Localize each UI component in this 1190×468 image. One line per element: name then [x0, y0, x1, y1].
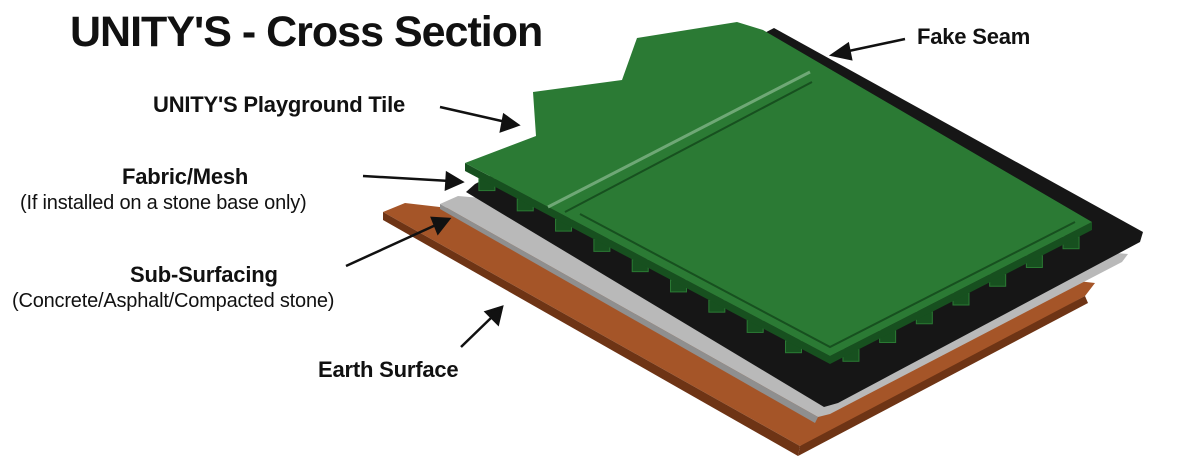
earth-right-face [798, 296, 1088, 456]
fake-seam-label: Fake Seam [917, 24, 1031, 49]
earth-surface-label: Earth Surface [318, 357, 459, 382]
sub-surfacing-arrow [345, 222, 439, 268]
tile-edge-outline [579, 213, 1076, 349]
sub-surfacing-arrowhead [430, 216, 452, 236]
playground-tile-label: UNITY'S Playground Tile [153, 92, 406, 117]
fabric-mesh-note: (If installed on a stone base only) [20, 192, 307, 214]
tile-connectors [478, 178, 1080, 362]
tile-arrow [439, 105, 507, 124]
tile-seam-line [547, 70, 811, 209]
page-title: UNITY'S - Cross Section [70, 8, 543, 56]
playground-tile [465, 22, 1092, 364]
earth-front-face [383, 212, 800, 456]
fabric-arrow [362, 174, 451, 183]
earth-arrow [460, 315, 494, 348]
fake-seam-arrowhead [828, 41, 853, 61]
concrete-front-face [440, 204, 818, 423]
tile-arrowhead [499, 112, 521, 133]
tile-top-face [465, 22, 1092, 356]
fabric-mesh-label: Fabric/Mesh [122, 164, 249, 189]
callout-arrows [345, 37, 906, 348]
sub-surfacing-label: Sub-Surfacing [130, 262, 278, 287]
tile-front-edge [465, 163, 830, 364]
sub-surfacing-note: (Concrete/Asphalt/Compacted stone) [12, 290, 335, 312]
fabric-arrowhead [444, 170, 465, 191]
fake-seam-arrow [843, 37, 906, 54]
tile-right-edge [830, 222, 1092, 364]
earth-arrowhead [483, 305, 504, 327]
tile-seam-line-2 [564, 81, 813, 213]
